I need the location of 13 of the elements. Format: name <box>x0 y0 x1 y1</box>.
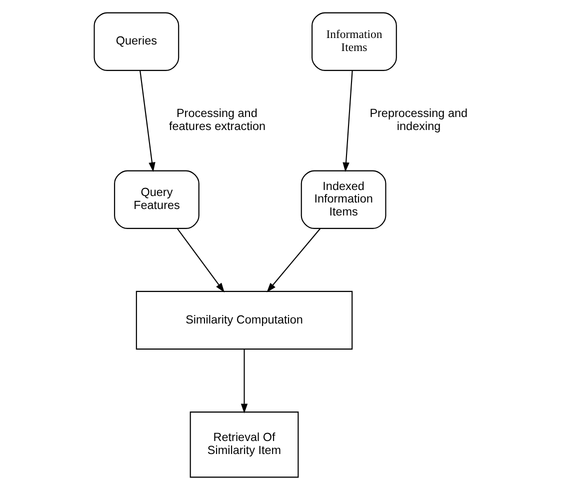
node-box: Query Features <box>114 170 200 229</box>
edge-label: Preprocessing and indexing <box>370 107 468 134</box>
arrow <box>266 228 321 292</box>
arrow <box>176 228 225 292</box>
arrow <box>342 70 353 172</box>
node-box: Information Items <box>312 12 397 71</box>
arrow <box>140 70 156 172</box>
arrow <box>240 349 248 414</box>
node-box: Indexed Information Items <box>300 170 386 229</box>
node-box: Similarity Computation <box>136 290 353 350</box>
node-box: Queries <box>94 12 180 71</box>
edge-label: Processing and features extraction <box>169 107 266 134</box>
node-box: Retrieval Of Similarity Item <box>190 412 299 478</box>
